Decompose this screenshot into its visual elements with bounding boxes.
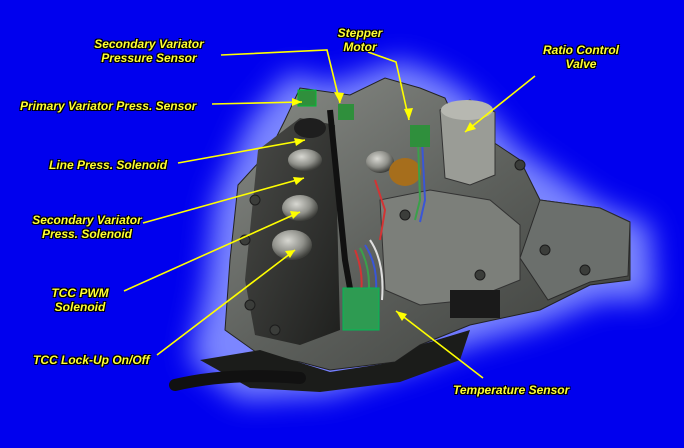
label-secondary-variator-pressure-sensor: Secondary Variator Pressure Sensor xyxy=(84,37,214,65)
connectors xyxy=(297,89,500,331)
label-temperature-sensor: Temperature Sensor xyxy=(453,383,570,397)
label-tcc-lockup-onoff: TCC Lock-Up On/Off xyxy=(33,353,150,367)
label-line: Stepper xyxy=(337,26,383,40)
solenoid-stack xyxy=(272,118,421,260)
label-line: Press. Solenoid xyxy=(41,227,133,241)
leader-arrowheads xyxy=(285,92,476,321)
bolt-heads xyxy=(239,159,591,336)
leader-primary-variator-press-sensor xyxy=(211,101,303,105)
label-line: Secondary Variator xyxy=(94,37,204,51)
label-line: Secondary Variator xyxy=(32,213,142,227)
label-ratio-control-valve: Ratio Control Valve xyxy=(531,43,631,71)
label-line: Valve xyxy=(565,57,597,71)
leader-tcc-pwm-solenoid xyxy=(123,211,301,292)
label-secondary-variator-press-solenoid: Secondary Variator Press. Solenoid xyxy=(22,213,152,241)
leader-secondary-variator-pressure-sensor xyxy=(220,49,341,104)
leader-lines xyxy=(123,49,536,379)
leader-stepper-motor xyxy=(367,51,410,121)
label-primary-variator-press-sensor: Primary Variator Press. Sensor xyxy=(20,99,197,113)
leader-line-press-solenoid xyxy=(177,139,306,164)
label-line: Motor xyxy=(343,40,377,54)
leader-secondary-variator-press-solenoid xyxy=(142,177,305,224)
label-line: Ratio Control xyxy=(543,43,619,57)
label-line-press-solenoid: Line Press. Solenoid xyxy=(49,158,168,172)
label-stepper-motor: Stepper Motor xyxy=(330,26,390,54)
label-tcc-pwm-solenoid: TCC PWM Solenoid xyxy=(30,286,130,314)
label-line: TCC PWM xyxy=(51,286,109,300)
label-line: Pressure Sensor xyxy=(101,51,197,65)
label-line: Solenoid xyxy=(54,300,106,314)
leader-ratio-control-valve xyxy=(464,75,536,133)
leader-tcc-lockup-onoff xyxy=(156,249,296,356)
leader-temperature-sensor xyxy=(395,310,484,379)
